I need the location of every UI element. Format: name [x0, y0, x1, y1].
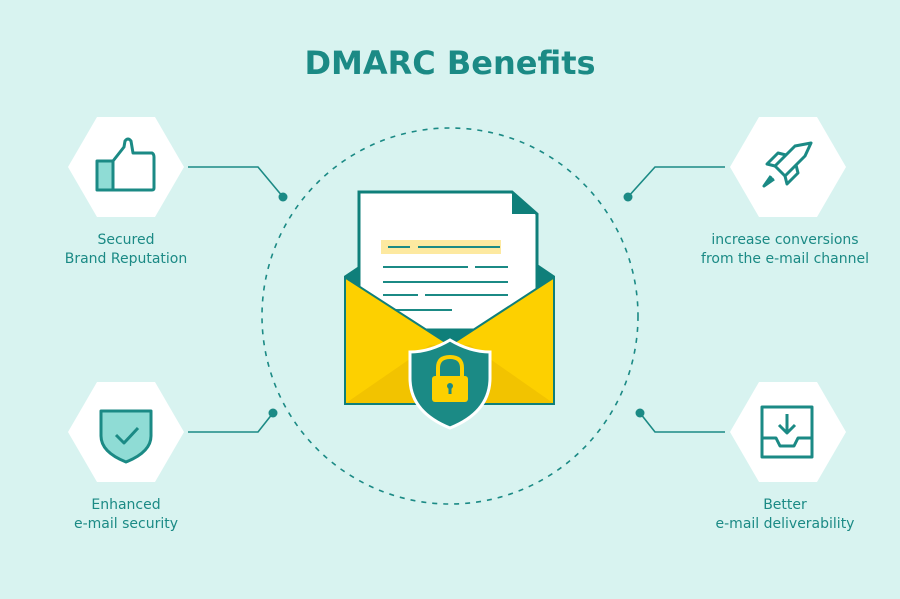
benefit-label: from the e-mail channel [701, 251, 869, 267]
envelope-lock-icon [344, 190, 555, 430]
benefit-label: e-mail security [74, 516, 178, 532]
hexagon [730, 117, 846, 217]
benefit-label: Better [763, 497, 807, 513]
connectors [188, 166, 725, 433]
benefit-label: Enhanced [91, 497, 160, 513]
rocket-icon [762, 141, 813, 188]
page-title: DMARC Benefits [304, 44, 595, 82]
thumbs-up-icon [95, 137, 156, 192]
connector-dot [623, 192, 633, 202]
connector-dot [635, 408, 645, 418]
shield-check-icon [99, 409, 153, 464]
benefit-label: Secured [97, 232, 154, 248]
dashed-circle [261, 127, 639, 505]
connector-dot [268, 408, 278, 418]
inbox-download-icon [760, 405, 814, 459]
connector-dot [278, 192, 288, 202]
benefit-label: Brand Reputation [65, 251, 188, 267]
benefit-label: increase conversions [711, 232, 858, 248]
benefit-label: e-mail deliverability [716, 516, 855, 532]
padlock-icon [432, 354, 468, 402]
